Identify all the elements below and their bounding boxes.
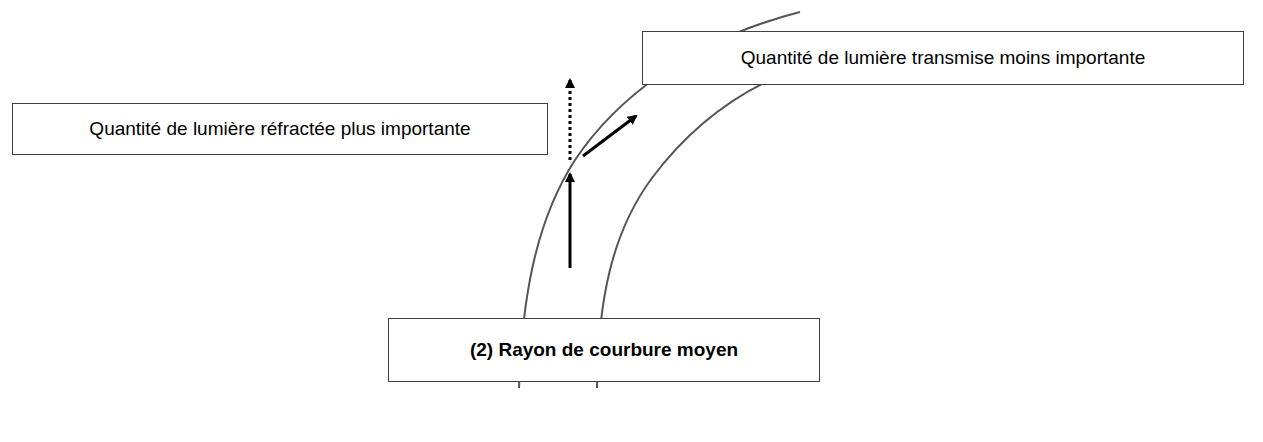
incident-ray (569, 174, 572, 268)
text-box: Quantité de lumière transmise moins impo… (642, 31, 1244, 85)
box-label: Quantité de lumière réfractée plus impor… (89, 118, 470, 140)
box-label: Quantité de lumière transmise moins impo… (741, 47, 1145, 69)
text-box: Quantité de lumière réfractée plus impor… (12, 103, 548, 155)
text-box: (2) Rayon de courbure moyen (388, 318, 820, 382)
box-label: (2) Rayon de courbure moyen (470, 339, 738, 361)
transmitted-ray (583, 116, 636, 156)
refracted-ray (569, 80, 572, 160)
